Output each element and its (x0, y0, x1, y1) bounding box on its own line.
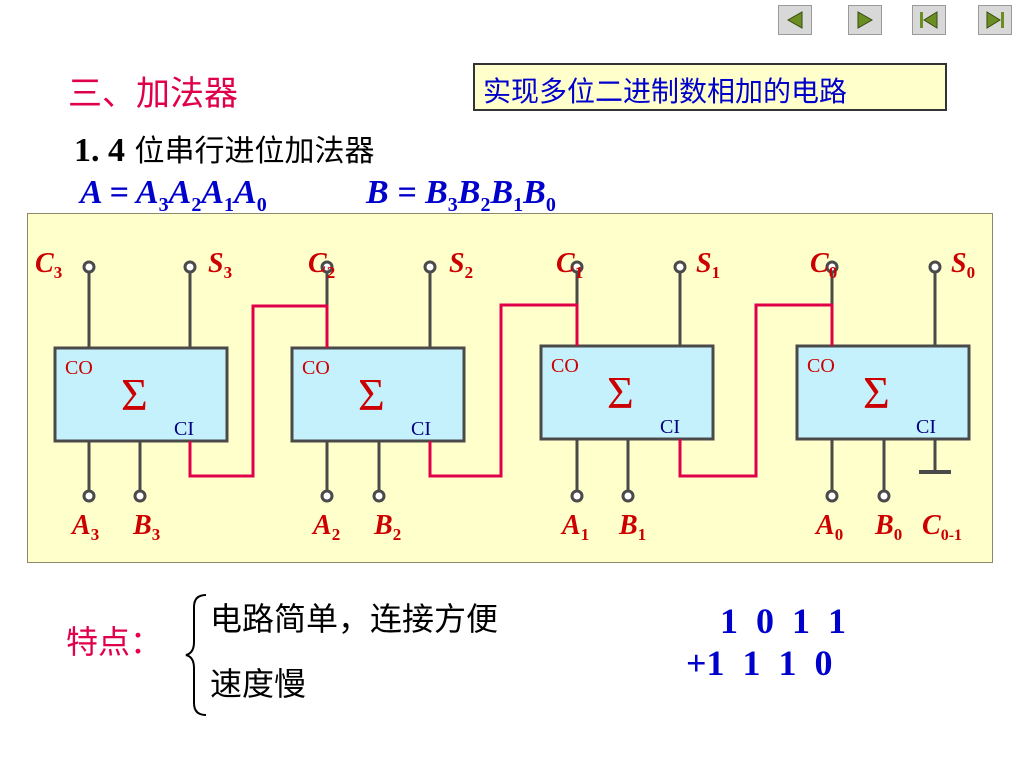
carry-out-terminal (825, 260, 839, 274)
addend-row-1: 1 0 1 1 (711, 601, 846, 641)
features-label: 特点： (66, 623, 163, 661)
triangle-left-icon (786, 11, 803, 29)
feature-item: 电路简单，连接方便 (210, 600, 499, 638)
a-input-label: A3 (70, 510, 99, 544)
skip-last-icon (986, 11, 1004, 29)
carry-out-terminal (82, 260, 96, 274)
carry-out-label: C3 (35, 248, 62, 282)
carry-chain-wire (188, 304, 329, 478)
b-input-label: B3 (132, 510, 160, 544)
carry-in-label: C0-1 (922, 510, 962, 544)
sigma-symbol: Σ (358, 369, 385, 420)
equation-a-term: A (201, 174, 224, 211)
ci-label: CI (660, 416, 680, 438)
section-heading: 1. 4 位串行进位加法器 (74, 126, 375, 170)
equation-b-lhs: B (366, 174, 389, 211)
equation-b-term: B (457, 174, 481, 211)
a-input-terminal (825, 489, 839, 503)
a-input-label: A0 (814, 510, 843, 544)
co-label: CO (551, 355, 579, 377)
section-number: 1. 4 (74, 132, 125, 169)
b-input-label: B2 (373, 510, 401, 544)
b-input-terminal (133, 489, 147, 503)
equation-b-term: B (523, 174, 546, 211)
equation-a-sub: 0 (256, 193, 267, 216)
sum-out-terminal (183, 260, 197, 274)
ci-label: CI (174, 418, 194, 440)
equation-a-equals: = (100, 174, 136, 211)
equation-b-sub: 2 (480, 193, 491, 216)
a-input-terminal (570, 489, 584, 503)
subtitle-box (473, 63, 947, 111)
sigma-symbol: Σ (863, 367, 890, 418)
b-input-terminal (621, 489, 635, 503)
equation-b-equals: = (388, 174, 426, 211)
full-adder-block (795, 344, 971, 441)
sum-out-label: S1 (696, 248, 720, 282)
a-input-terminal (320, 489, 334, 503)
full-adder-block (539, 344, 715, 441)
addend-row-2: +1 1 1 0 (686, 643, 833, 683)
equation-b: B = B3B2B1B0 (366, 174, 556, 217)
equation-b-term: B (425, 174, 448, 211)
equation-b-sub: 1 (513, 193, 524, 216)
brace-icon (185, 594, 207, 716)
co-label: CO (807, 355, 835, 377)
full-adder-block (53, 346, 229, 443)
sum-out-label: S3 (208, 248, 232, 282)
co-label: CO (65, 357, 93, 379)
carry-out-label: C0 (810, 248, 837, 282)
sigma-symbol: Σ (121, 369, 148, 420)
sigma-symbol: Σ (607, 367, 634, 418)
sum-out-label: S2 (449, 248, 473, 282)
equation-a-term: A (135, 174, 159, 211)
full-adder-block (290, 346, 466, 443)
b-input-terminal (372, 489, 386, 503)
sum-out-terminal (423, 260, 437, 274)
equation-a-lhs: A (80, 174, 101, 211)
co-label: CO (302, 357, 330, 379)
ci-label: CI (916, 416, 936, 438)
first-slide-button[interactable] (912, 5, 946, 35)
sum-out-terminal (673, 260, 687, 274)
a-input-terminal (82, 489, 96, 503)
prev-slide-button[interactable] (778, 5, 812, 35)
ci-label: CI (411, 418, 431, 440)
equation-b-term: B (490, 174, 514, 211)
triangle-right-icon (857, 11, 874, 29)
carry-out-label: C1 (556, 248, 583, 282)
a-input-label: A2 (311, 510, 340, 544)
carry-chain-wire (678, 303, 834, 478)
b-input-label: B0 (874, 510, 902, 544)
next-slide-button[interactable] (848, 5, 882, 35)
equation-a-term: A (234, 174, 257, 211)
equation-b-sub: 3 (447, 193, 458, 216)
carry-out-terminal (320, 260, 334, 274)
sum-out-label: S0 (951, 248, 975, 282)
carry-out-label: C2 (308, 248, 335, 282)
equation-a-sub: 2 (191, 193, 202, 216)
equation-a: A = A3A2A1A0 (80, 174, 267, 217)
a-input-label: A1 (560, 510, 589, 544)
carry-out-terminal (570, 260, 584, 274)
skip-first-icon (920, 11, 938, 29)
last-slide-button[interactable] (978, 5, 1012, 35)
b-input-label: B1 (618, 510, 646, 544)
subtitle-text: 实现多位二进制数相加的电路 (483, 75, 848, 108)
sum-out-terminal (928, 260, 942, 274)
equation-a-term: A (168, 174, 192, 211)
feature-item: 速度慢 (210, 665, 307, 703)
equation-a-sub: 1 (224, 193, 234, 216)
carry-chain-wire (428, 303, 579, 478)
slide-title: 三、加法器 (68, 74, 238, 114)
equation-a-sub: 3 (158, 193, 169, 216)
equation-b-sub: 0 (545, 193, 556, 216)
section-text: 位串行进位加法器 (125, 134, 375, 169)
b-input-terminal (877, 489, 891, 503)
